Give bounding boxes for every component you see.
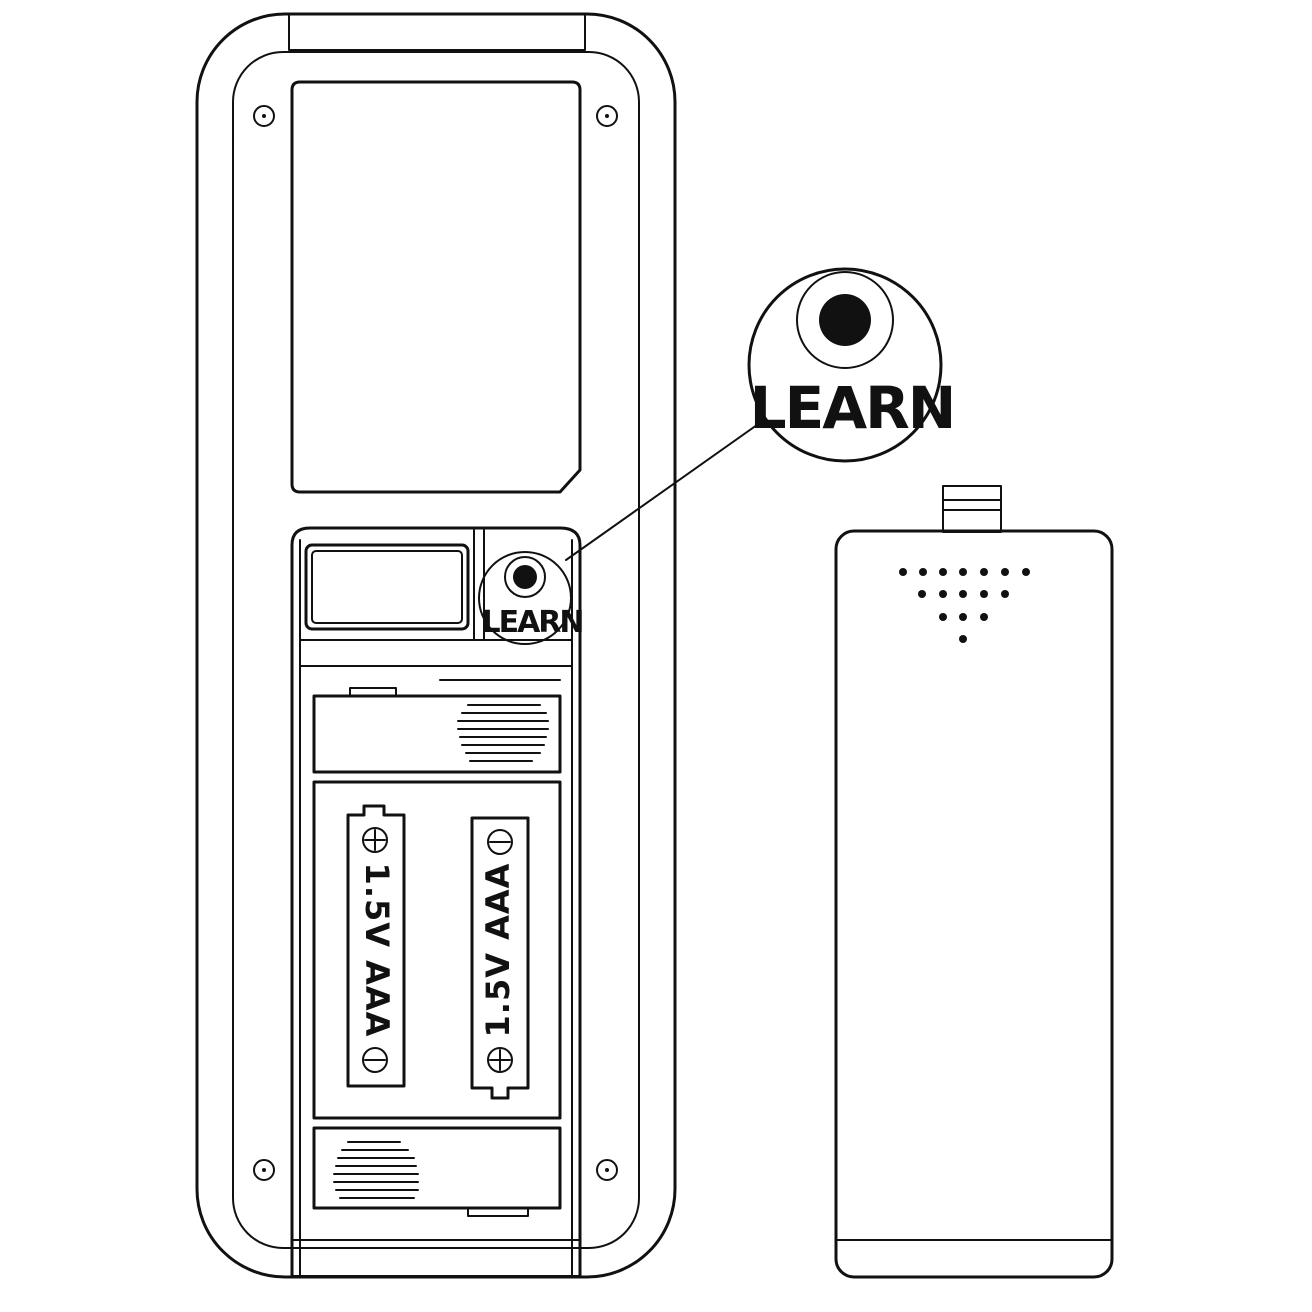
callout-button-ring (796, 271, 894, 369)
remote-top-tab (288, 13, 586, 51)
screw-icon (253, 1159, 275, 1181)
battery-left: 1.5V AAA (346, 804, 406, 1088)
battery-right-outline (470, 816, 530, 1100)
battery-right: 1.5V AAA (470, 816, 530, 1100)
upper-spring-cell (312, 694, 562, 774)
learn-callout: LEARN (565, 267, 956, 561)
battery-compartment (290, 526, 582, 1278)
battery-left-outline (346, 804, 406, 1088)
screw-icon (596, 105, 618, 127)
lower-spring-cell (312, 1126, 562, 1210)
screw-icon (596, 1159, 618, 1181)
compartment-window (304, 543, 470, 631)
learn-label-device: LEARN (481, 605, 582, 640)
upper-contact (349, 687, 397, 697)
spring-icon (333, 1141, 419, 1199)
screw-icon (253, 105, 275, 127)
remote-inner-frame (232, 51, 640, 1249)
learn-button-icon (513, 565, 537, 589)
label-recess-panel (290, 80, 582, 494)
learn-button: LEARN (478, 551, 585, 645)
learn-button-ring (504, 556, 546, 598)
grip-dots-icon (899, 568, 1030, 643)
callout-button-icon (819, 294, 871, 346)
positive-terminal-icon (362, 827, 388, 853)
bottom-strip (291, 1239, 581, 1277)
cover-outline (834, 529, 1114, 1279)
learn-label-callout: LEARN (750, 374, 955, 442)
remote-outer-shell (195, 12, 677, 1279)
spring-icon (457, 704, 549, 762)
callout-magnifier (747, 267, 943, 463)
battery-bay (312, 780, 562, 1120)
learn-zoom-ring (478, 551, 572, 645)
remote-back-body: LEARN (195, 12, 677, 1279)
compartment-window-inner (311, 550, 463, 624)
battery-left-label: 1.5V AAA (358, 863, 396, 1038)
callout-leader-line (565, 419, 765, 561)
negative-terminal-icon (362, 1047, 388, 1073)
battery-right-label: 1.5V AAA (479, 863, 517, 1038)
battery-cover (834, 485, 1114, 1279)
lower-contact (467, 1207, 529, 1217)
negative-terminal-icon (487, 829, 513, 855)
positive-terminal-icon (487, 1047, 513, 1073)
